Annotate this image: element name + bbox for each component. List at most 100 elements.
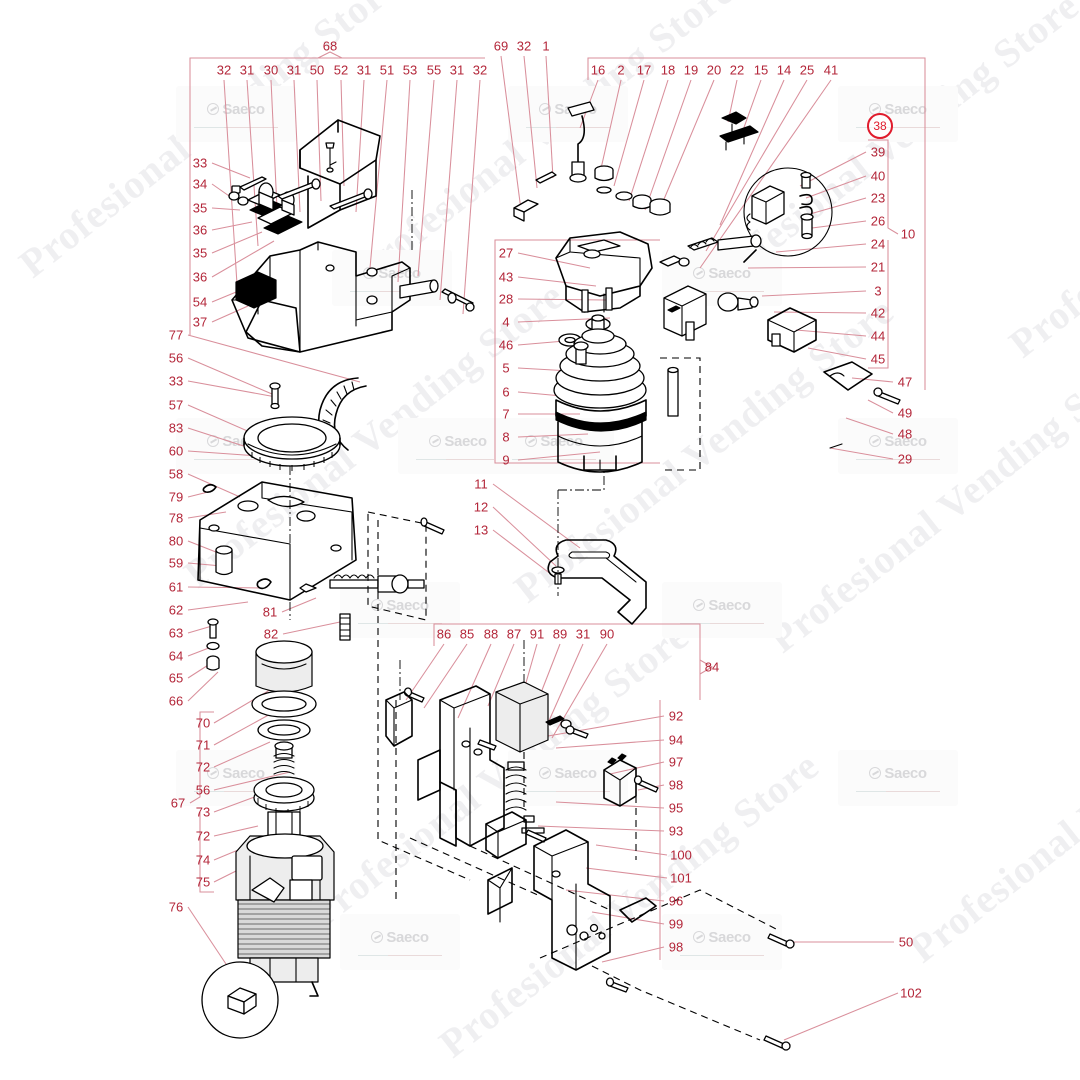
part-callout-98[interactable]: 98 <box>668 939 684 955</box>
part-callout-6[interactable]: 6 <box>502 384 510 400</box>
part-callout-13[interactable]: 13 <box>473 522 489 538</box>
part-callout-69[interactable]: 69 <box>493 38 509 54</box>
part-callout-31[interactable]: 31 <box>239 62 255 78</box>
part-callout-70[interactable]: 70 <box>195 715 211 731</box>
part-callout-88[interactable]: 88 <box>483 626 499 642</box>
part-callout-1[interactable]: 1 <box>542 38 550 54</box>
part-callout-48[interactable]: 48 <box>897 426 913 442</box>
part-callout-95[interactable]: 95 <box>668 800 684 816</box>
part-callout-91[interactable]: 91 <box>529 626 545 642</box>
part-callout-72[interactable]: 72 <box>195 828 211 844</box>
part-callout-47[interactable]: 47 <box>897 374 913 390</box>
part-callout-27[interactable]: 27 <box>498 245 514 261</box>
part-callout-56[interactable]: 56 <box>168 350 184 366</box>
part-callout-49[interactable]: 49 <box>897 405 913 421</box>
part-callout-20[interactable]: 20 <box>706 62 722 78</box>
part-callout-36[interactable]: 36 <box>192 269 208 285</box>
part-callout-18[interactable]: 18 <box>660 62 676 78</box>
part-callout-62[interactable]: 62 <box>168 602 184 618</box>
part-callout-45[interactable]: 45 <box>870 351 886 367</box>
part-callout-41[interactable]: 41 <box>823 62 839 78</box>
bracket-callout-68[interactable]: 68 <box>322 38 338 54</box>
part-callout-32[interactable]: 32 <box>472 62 488 78</box>
part-callout-26[interactable]: 26 <box>870 213 886 229</box>
part-callout-31[interactable]: 31 <box>356 62 372 78</box>
part-callout-25[interactable]: 25 <box>799 62 815 78</box>
part-callout-60[interactable]: 60 <box>168 443 184 459</box>
part-callout-90[interactable]: 90 <box>599 626 615 642</box>
part-callout-94[interactable]: 94 <box>668 732 684 748</box>
part-callout-9[interactable]: 9 <box>502 452 510 468</box>
part-callout-82[interactable]: 82 <box>263 626 279 642</box>
part-callout-64[interactable]: 64 <box>168 648 184 664</box>
part-callout-97[interactable]: 97 <box>668 754 684 770</box>
part-callout-71[interactable]: 71 <box>195 737 211 753</box>
part-callout-32[interactable]: 32 <box>216 62 232 78</box>
part-callout-43[interactable]: 43 <box>498 269 514 285</box>
part-callout-7[interactable]: 7 <box>502 406 510 422</box>
part-callout-50[interactable]: 50 <box>898 934 914 950</box>
part-callout-29[interactable]: 29 <box>897 451 913 467</box>
part-callout-28[interactable]: 28 <box>498 291 514 307</box>
part-callout-51[interactable]: 51 <box>379 62 395 78</box>
part-callout-53[interactable]: 53 <box>402 62 418 78</box>
part-callout-55[interactable]: 55 <box>426 62 442 78</box>
part-callout-92[interactable]: 92 <box>668 708 684 724</box>
part-callout-50[interactable]: 50 <box>309 62 325 78</box>
part-callout-80[interactable]: 80 <box>168 533 184 549</box>
part-callout-35[interactable]: 35 <box>192 200 208 216</box>
part-callout-59[interactable]: 59 <box>168 555 184 571</box>
part-callout-74[interactable]: 74 <box>195 852 211 868</box>
part-callout-86[interactable]: 86 <box>436 626 452 642</box>
part-callout-77[interactable]: 77 <box>168 327 184 343</box>
part-callout-99[interactable]: 99 <box>668 916 684 932</box>
part-callout-83[interactable]: 83 <box>168 420 184 436</box>
part-callout-37[interactable]: 37 <box>192 314 208 330</box>
part-callout-57[interactable]: 57 <box>168 397 184 413</box>
part-callout-8[interactable]: 8 <box>502 429 510 445</box>
part-callout-72[interactable]: 72 <box>195 759 211 775</box>
part-callout-24[interactable]: 24 <box>870 236 886 252</box>
part-callout-42[interactable]: 42 <box>870 305 886 321</box>
part-callout-5[interactable]: 5 <box>502 360 510 376</box>
part-callout-2[interactable]: 2 <box>617 62 625 78</box>
part-callout-39[interactable]: 39 <box>870 144 886 160</box>
part-callout-12[interactable]: 12 <box>473 499 489 515</box>
part-callout-33[interactable]: 33 <box>192 155 208 171</box>
part-callout-75[interactable]: 75 <box>195 874 211 890</box>
part-callout-81[interactable]: 81 <box>262 604 278 620</box>
part-callout-56[interactable]: 56 <box>195 782 211 798</box>
part-callout-35[interactable]: 35 <box>192 245 208 261</box>
part-callout-63[interactable]: 63 <box>168 625 184 641</box>
bracket-callout-67[interactable]: 67 <box>170 795 186 811</box>
part-callout-4[interactable]: 4 <box>502 314 510 330</box>
part-callout-31[interactable]: 31 <box>575 626 591 642</box>
part-callout-14[interactable]: 14 <box>776 62 792 78</box>
part-callout-89[interactable]: 89 <box>552 626 568 642</box>
part-callout-44[interactable]: 44 <box>870 328 886 344</box>
part-callout-40[interactable]: 40 <box>870 168 886 184</box>
part-callout-85[interactable]: 85 <box>459 626 475 642</box>
part-callout-31[interactable]: 31 <box>449 62 465 78</box>
bracket-callout-10[interactable]: 10 <box>900 226 916 242</box>
part-callout-31[interactable]: 31 <box>286 62 302 78</box>
part-callout-100[interactable]: 100 <box>670 847 692 863</box>
part-callout-78[interactable]: 78 <box>168 510 184 526</box>
part-callout-52[interactable]: 52 <box>333 62 349 78</box>
part-callout-11[interactable]: 11 <box>474 476 488 492</box>
part-callout-36[interactable]: 36 <box>192 222 208 238</box>
part-callout-73[interactable]: 73 <box>195 804 211 820</box>
part-callout-54[interactable]: 54 <box>192 294 208 310</box>
part-callout-58[interactable]: 58 <box>168 466 184 482</box>
part-callout-46[interactable]: 46 <box>498 337 514 353</box>
part-callout-65[interactable]: 65 <box>168 670 184 686</box>
part-callout-17[interactable]: 17 <box>636 62 652 78</box>
part-callout-102[interactable]: 102 <box>900 985 922 1001</box>
part-callout-22[interactable]: 22 <box>729 62 745 78</box>
part-callout-23[interactable]: 23 <box>870 190 886 206</box>
part-callout-16[interactable]: 16 <box>590 62 606 78</box>
part-callout-87[interactable]: 87 <box>506 626 522 642</box>
part-callout-3[interactable]: 3 <box>874 283 882 299</box>
part-callout-98[interactable]: 98 <box>668 777 684 793</box>
part-callout-33[interactable]: 33 <box>168 373 184 389</box>
